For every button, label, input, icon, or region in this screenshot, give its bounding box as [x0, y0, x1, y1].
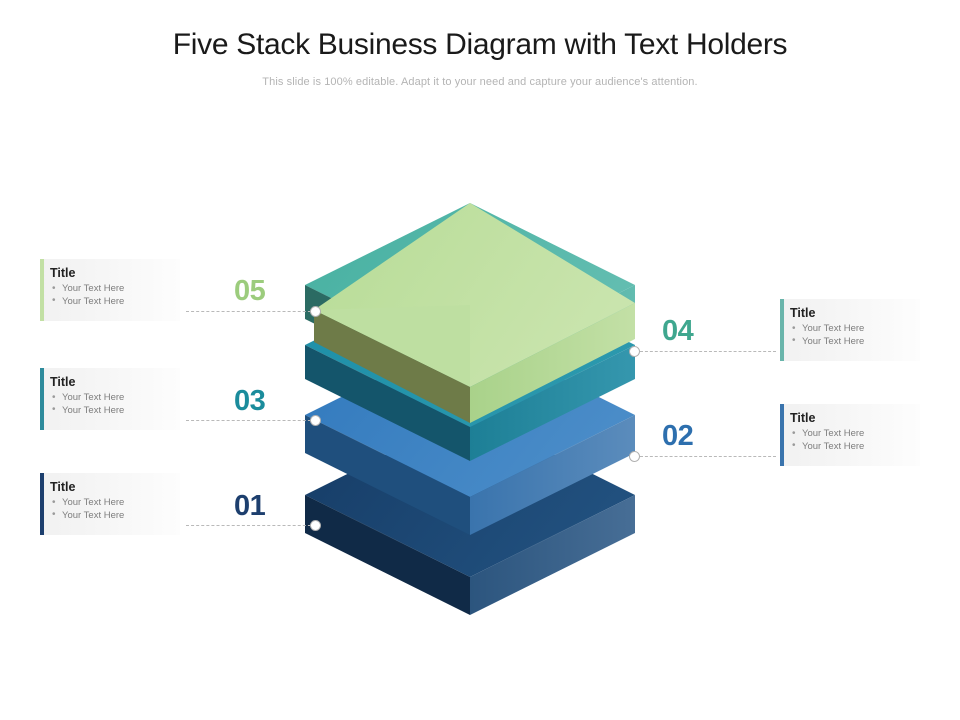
card-title-05: Title [50, 266, 76, 280]
card-bullet: Your Text Here [790, 323, 914, 336]
card-bullet: Your Text Here [50, 404, 174, 418]
card-bullet: Your Text Here [790, 428, 914, 441]
connector-marker-05 [310, 306, 321, 317]
connector-line-05 [186, 311, 316, 312]
step-number-04: 04 [662, 315, 694, 347]
connector-line-01 [186, 525, 316, 526]
connector-line-04 [640, 351, 776, 352]
isometric-stack-diagram [300, 195, 660, 635]
card-bullet-list-03: Your Text Here Your Text Here [50, 392, 174, 417]
card-bullet: Your Text Here [50, 497, 174, 510]
card-bullet: Your Text Here [50, 283, 174, 296]
card-title-02: Title [790, 411, 816, 425]
card-bullet: Your Text Here [790, 440, 914, 454]
card-accent-bar-04 [780, 299, 784, 361]
step-number-05: 05 [234, 275, 266, 307]
card-bullet-list-04: Your Text Here Your Text Here [790, 323, 914, 348]
card-bullet: Your Text Here [50, 295, 174, 309]
page-title: Five Stack Business Diagram with Text Ho… [172, 28, 788, 61]
text-holder-card-05[interactable]: Title Your Text Here Your Text Here [40, 259, 180, 321]
stack-layer-05 [314, 203, 635, 423]
connector-marker-02 [629, 451, 640, 462]
card-accent-bar-02 [780, 404, 784, 466]
card-accent-bar-03 [40, 368, 44, 430]
card-bullet-list-05: Your Text Here Your Text Here [50, 283, 174, 308]
card-bullet: Your Text Here [50, 392, 174, 405]
connector-line-03 [186, 420, 316, 421]
card-title-03: Title [50, 375, 76, 389]
card-bullet: Your Text Here [50, 509, 174, 523]
card-accent-bar-01 [40, 473, 44, 535]
card-bullet: Your Text Here [790, 335, 914, 349]
connector-marker-01 [310, 520, 321, 531]
text-holder-card-02[interactable]: Title Your Text Here Your Text Here [780, 404, 920, 466]
connector-marker-03 [310, 415, 321, 426]
card-accent-bar-05 [40, 259, 44, 321]
card-title-04: Title [790, 306, 816, 320]
text-holder-card-03[interactable]: Title Your Text Here Your Text Here [40, 368, 180, 430]
connector-line-02 [640, 456, 776, 457]
step-number-02: 02 [662, 420, 694, 452]
step-number-03: 03 [234, 385, 266, 417]
step-number-01: 01 [234, 490, 266, 522]
card-title-01: Title [50, 480, 76, 494]
card-bullet-list-02: Your Text Here Your Text Here [790, 428, 914, 453]
text-holder-card-01[interactable]: Title Your Text Here Your Text Here [40, 473, 180, 535]
text-holder-card-04[interactable]: Title Your Text Here Your Text Here [780, 299, 920, 361]
connector-marker-04 [629, 346, 640, 357]
page-subtitle: This slide is 100% editable. Adapt it to… [262, 76, 698, 88]
card-bullet-list-01: Your Text Here Your Text Here [50, 497, 174, 522]
